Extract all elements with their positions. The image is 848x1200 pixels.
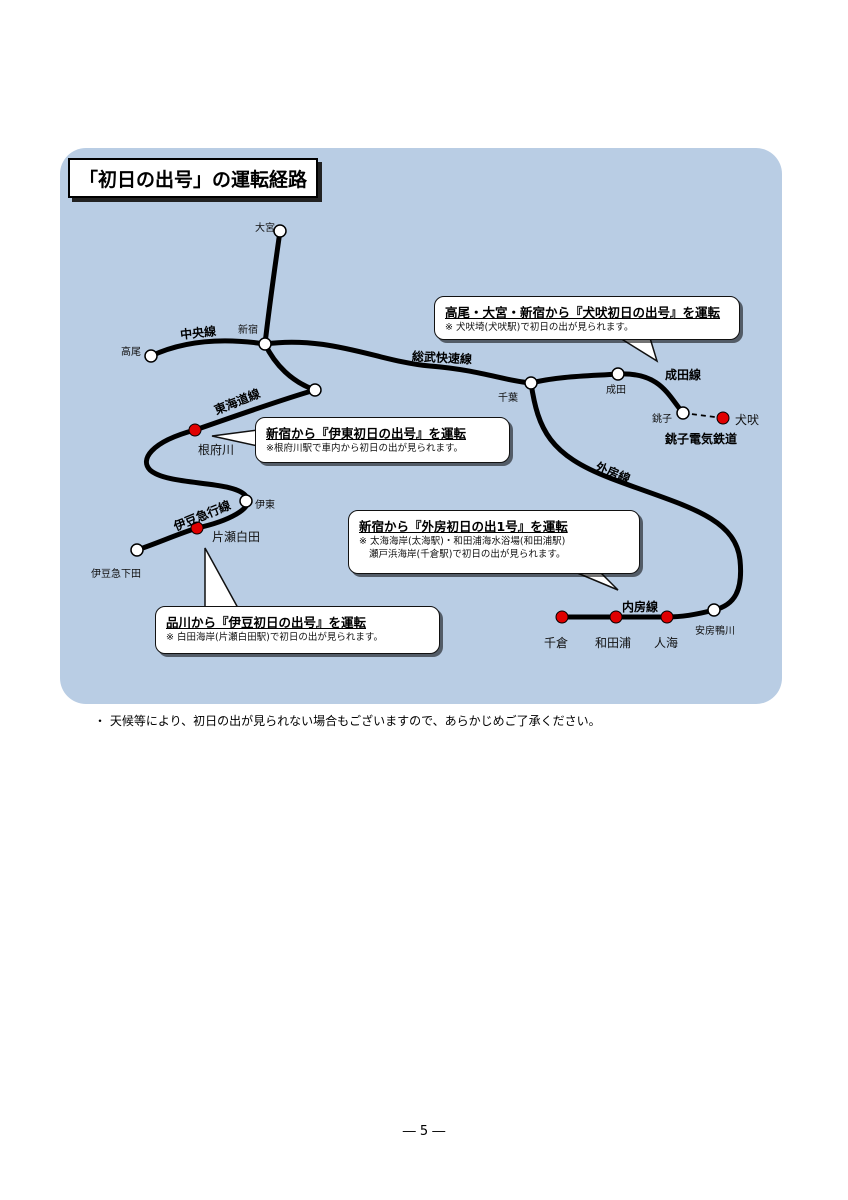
station-branch-marker xyxy=(308,383,322,397)
callout-sotobo-title: 新宿から『外房初日の出1号』を運転 xyxy=(359,519,568,534)
callout-inubo: 高尾・大宮・新宿から『犬吠初日の出号』を運転 ※ 犬吠埼(犬吠駅)で初日の出が見… xyxy=(434,296,740,340)
line-label-narita: 成田線 xyxy=(665,368,702,382)
station-label-inubo: 犬吠 xyxy=(735,413,760,427)
callout-tail-sotobo xyxy=(574,571,619,591)
station-label-takao: 高尾 xyxy=(121,347,141,358)
station-label-ama: 人海 xyxy=(654,636,679,650)
callout-izu-title: 品川から『伊豆初日の出号』を運転 xyxy=(166,615,367,630)
weather-footnote: ・ 天候等により、初日の出が見られない場合もございますので、あらかじめご了承くだ… xyxy=(94,714,601,728)
station-takao-marker xyxy=(144,349,158,363)
station-label-ito: 伊東 xyxy=(255,500,275,511)
station-label-wadaura: 和田浦 xyxy=(595,636,632,650)
station-chiba-marker xyxy=(524,376,538,390)
station-label-shinjuku: 新宿 xyxy=(238,325,258,336)
station-label-omiya: 大宮 xyxy=(255,223,275,234)
station-label-izukyu-shimoda: 伊豆急下田 xyxy=(91,569,141,580)
callout-tail-izu xyxy=(204,547,240,609)
station-izukyu-shimoda-marker xyxy=(130,543,144,557)
callout-ito-note: ※根府川駅で車内から初日の出が見られます。 xyxy=(266,443,464,454)
callout-ito: 新宿から『伊東初日の出号』を運転 ※根府川駅で車内から初日の出が見られます。 xyxy=(255,417,510,463)
station-narita-marker xyxy=(611,367,625,381)
callout-inubo-title: 高尾・大宮・新宿から『犬吠初日の出号』を運転 xyxy=(445,305,721,320)
callout-tail-inubo xyxy=(617,337,659,363)
station-wadaura-marker xyxy=(609,610,623,624)
callout-sotobo-note-2: 瀬戸浜海岸(千倉駅)で初日の出が見られます。 xyxy=(369,549,566,560)
line-label-choshi-dentetsu: 銚子電気鉄道 xyxy=(665,432,738,446)
route-sobu-rapid-line xyxy=(262,339,534,386)
station-label-choshi: 銚子 xyxy=(652,414,672,425)
route-sotobo-line xyxy=(528,380,744,613)
callout-sotobo-note-1: ※ 太海海岸(太海駅)・和田浦海水浴場(和田浦駅) xyxy=(359,536,566,547)
route-shinjuku-branch xyxy=(262,341,318,393)
station-ama-marker xyxy=(660,610,674,624)
line-label-uchibo: 内房線 xyxy=(622,600,659,614)
map-title: 「初日の出号」の運転経路 xyxy=(68,158,318,198)
station-label-chikura: 千倉 xyxy=(544,636,569,650)
station-label-narita: 成田 xyxy=(606,385,626,396)
station-label-nebukawa: 根府川 xyxy=(198,443,235,457)
callout-sotobo: 新宿から『外房初日の出1号』を運転 ※ 太海海岸(太海駅)・和田浦海水浴場(和田… xyxy=(348,510,640,574)
route-chuo-line xyxy=(148,338,268,359)
station-nebukawa-marker xyxy=(188,423,202,437)
station-inubo-marker xyxy=(716,411,730,425)
station-katasekita-marker xyxy=(190,521,204,535)
callout-inubo-note: ※ 犬吠埼(犬吠駅)で初日の出が見られます。 xyxy=(445,322,634,333)
station-label-awa-kamogawa: 安房鴨川 xyxy=(695,626,735,637)
station-shinjuku-marker xyxy=(258,337,272,351)
callout-izu-note: ※ 白田海岸(片瀬白田駅)で初日の出が見られます。 xyxy=(166,632,383,643)
page-number: ― 5 ― xyxy=(402,1124,446,1139)
line-label-sobu-rapid: 総武快速線 xyxy=(411,349,473,367)
station-omiya-marker xyxy=(273,224,287,238)
route-choshi-dentetsu xyxy=(682,412,724,419)
route-omiya-shinjuku xyxy=(262,228,283,347)
station-chikura-marker xyxy=(555,610,569,624)
callout-ito-title: 新宿から『伊東初日の出号』を運転 xyxy=(266,426,467,441)
station-choshi-marker xyxy=(676,406,690,420)
station-label-chiba: 千葉 xyxy=(498,393,518,404)
station-ito-marker xyxy=(239,494,253,508)
route-izukyu-line xyxy=(134,525,200,553)
station-label-katasekita: 片瀬白田 xyxy=(212,530,261,544)
station-awa-kamogawa-marker xyxy=(707,603,721,617)
callout-izu: 品川から『伊豆初日の出号』を運転 ※ 白田海岸(片瀬白田駅)で初日の出が見られま… xyxy=(155,606,440,654)
